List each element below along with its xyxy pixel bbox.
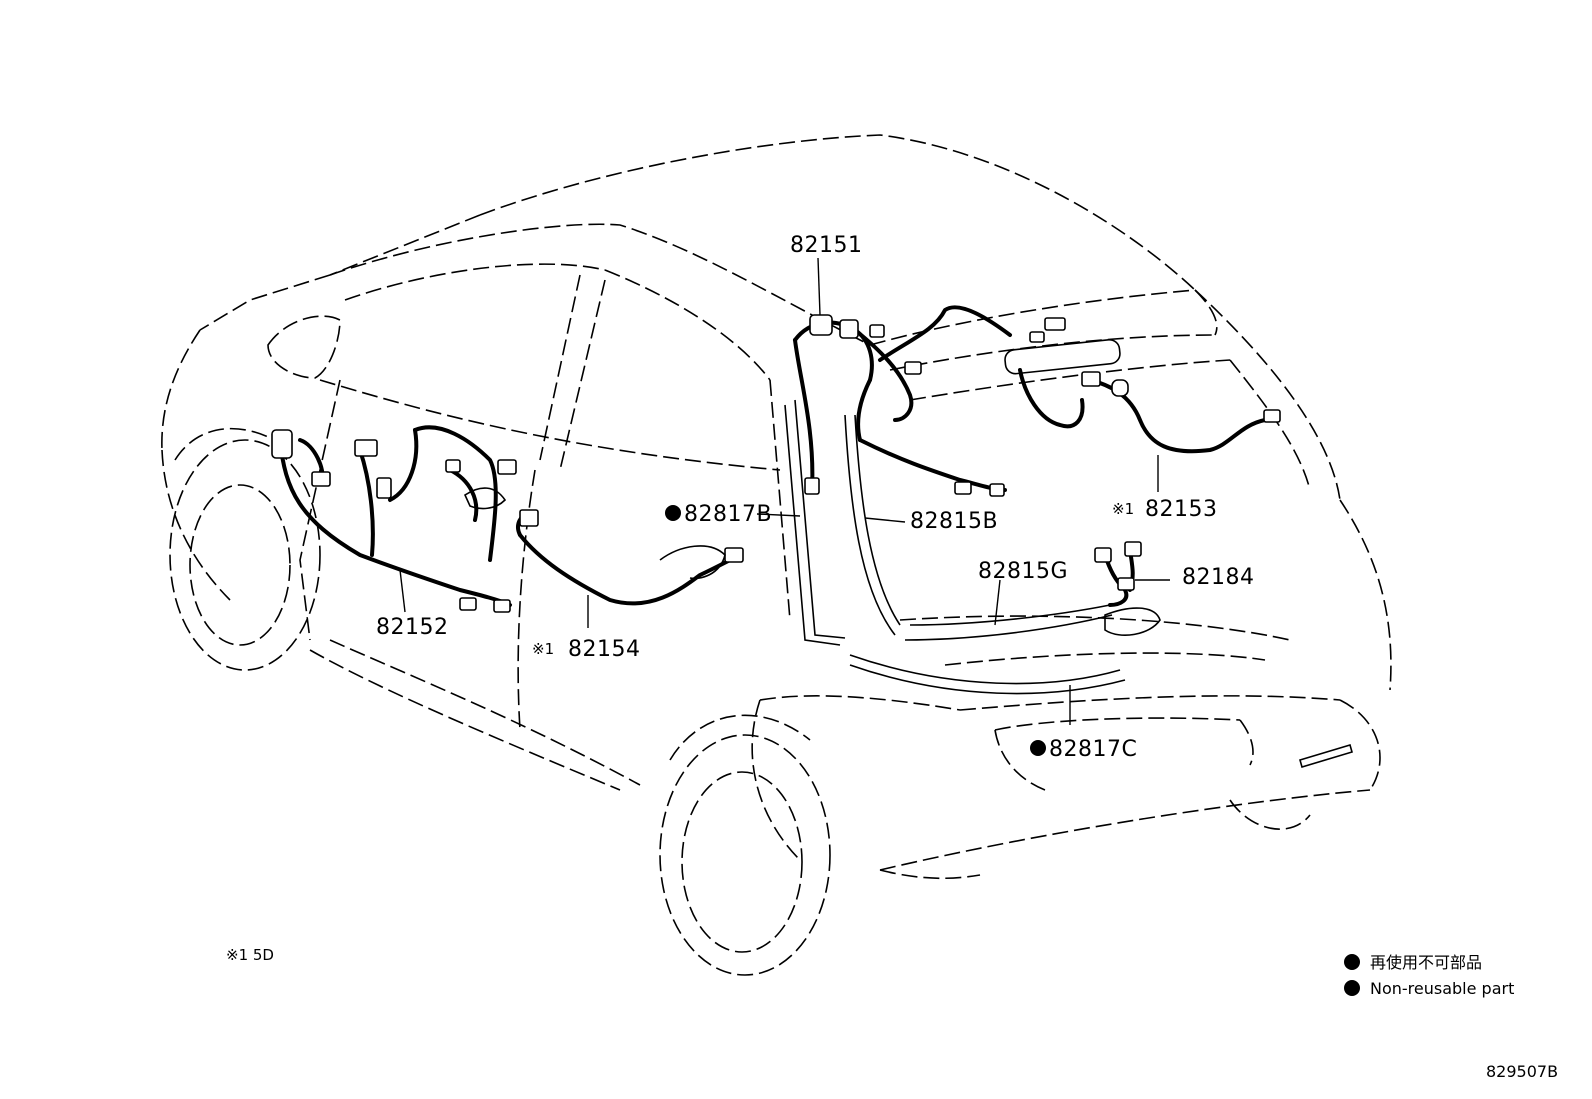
harness-82184 — [1094, 541, 1142, 607]
harness-82152 — [271, 425, 517, 613]
rear-right-wheel — [1229, 799, 1311, 830]
callout-82817C[interactable]: 82817C — [1030, 737, 1137, 762]
part-number-82152: 82152 — [376, 615, 449, 640]
legend-text-ja: 再使用不可部品 — [1370, 953, 1482, 972]
harness-82153 — [1018, 368, 1281, 454]
callout-82815B[interactable]: 82815B — [910, 509, 998, 534]
callout-82152[interactable]: 82152 — [376, 615, 449, 640]
part-number-82184: 82184 — [1182, 565, 1255, 590]
car-body-outline — [161, 134, 1392, 880]
part-number-82154: 82154 — [568, 637, 641, 662]
footnote-marker-82153: ※1 — [1112, 500, 1134, 518]
footnote-marker-82154: ※1 — [532, 640, 554, 658]
part-number-82153: 82153 — [1145, 497, 1218, 522]
tail-lamp-garnish — [1104, 607, 1161, 636]
legend-text-en: Non-reusable part — [1370, 979, 1514, 998]
footnote-text: ※1 5D — [226, 946, 274, 964]
part-number-82151: 82151 — [790, 233, 863, 258]
diagram-id: 829507B — [1486, 1062, 1558, 1081]
harness-82151 — [793, 305, 1066, 497]
part-number-82817B: 82817B — [684, 502, 772, 527]
harness-82154 — [463, 487, 744, 606]
legend-dot-icon — [1344, 954, 1360, 970]
leader-lines — [399, 257, 1170, 725]
callout-82817B[interactable]: 82817B — [665, 502, 772, 527]
legend: 再使用不可部品 Non-reusable part — [1344, 953, 1514, 998]
callout-82154[interactable]: ※1 82154 — [532, 637, 641, 662]
front-wheel — [169, 427, 321, 671]
callout-82184[interactable]: 82184 — [1182, 565, 1255, 590]
hatch-frame-82815B — [844, 414, 901, 636]
nonreusable-dot-icon — [1030, 740, 1046, 756]
callout-82151[interactable]: 82151 — [790, 233, 863, 258]
side-reflector — [1299, 744, 1353, 768]
callout-82153[interactable]: ※1 82153 — [1112, 497, 1218, 522]
rear-wheel — [659, 714, 831, 976]
door-seal-82817B — [784, 399, 846, 646]
part-number-82815G: 82815G — [978, 559, 1068, 584]
high-mount-stop-lamp — [1004, 338, 1121, 375]
legend-dot-icon — [1344, 980, 1360, 996]
tailgate-seal-82817C — [849, 654, 1126, 695]
nonreusable-dot-icon — [665, 505, 681, 521]
hatch-bottom-82815G — [904, 604, 1113, 641]
callout-82815G[interactable]: 82815G — [978, 559, 1068, 584]
part-number-82815B: 82815B — [910, 509, 998, 534]
part-number-82817C: 82817C — [1049, 737, 1137, 762]
